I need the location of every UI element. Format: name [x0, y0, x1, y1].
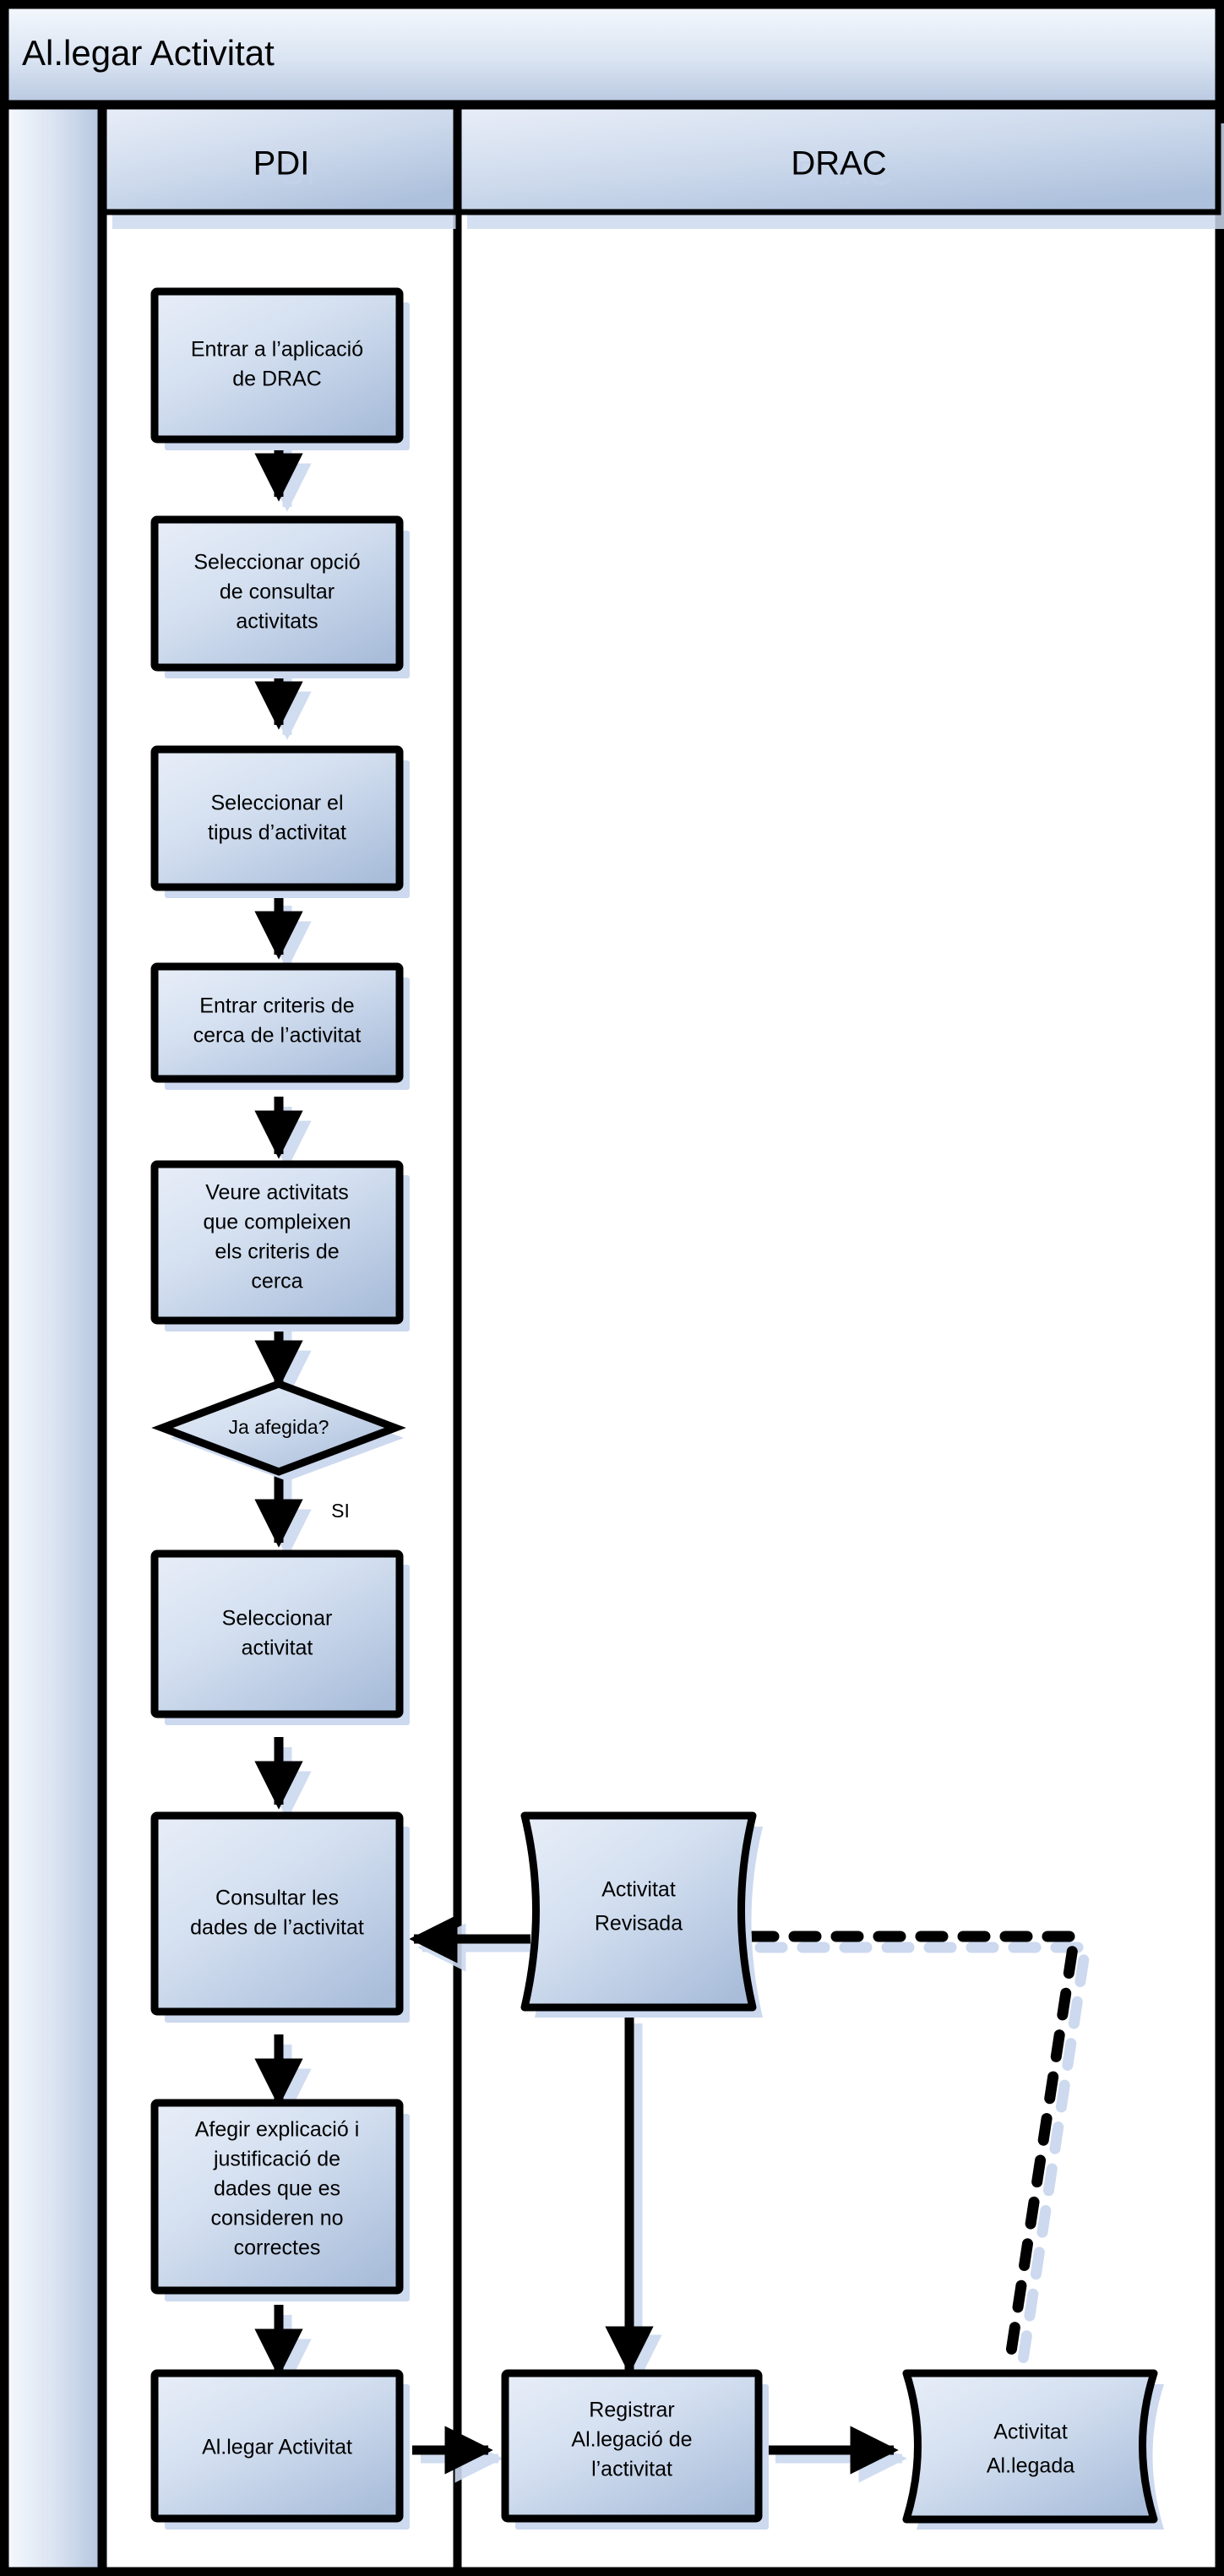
- node-label: Veure activitats: [205, 1181, 349, 1205]
- node-label: cerca: [251, 1270, 302, 1293]
- diagram-title-bar: Al.legar Activitat: [3, 3, 1221, 106]
- node-label: cerca de l’activitat: [193, 1024, 362, 1048]
- node-label: activitats: [236, 610, 318, 634]
- node-label: dades de l’activitat: [190, 1916, 364, 1940]
- branch-label-si: SI: [331, 1500, 350, 1522]
- node-label: Entrar criteris de: [199, 994, 354, 1018]
- node-activitat-allegada[interactable]: Activitat Al.legada: [902, 2369, 1164, 2530]
- node-label: que compleixen: [203, 1211, 351, 1234]
- node-afegir-explicacio-justificacio[interactable]: Afegir explicació i justificació de dade…: [150, 2099, 410, 2301]
- node-label: Al.legar Activitat: [202, 2436, 352, 2459]
- node-label: Entrar a l’aplicació: [191, 338, 363, 362]
- lane-header-pdi-shadow: PDI: [259, 155, 316, 193]
- swimlane-drac: DRAC DRAC: [455, 103, 1224, 2573]
- node-label: justificació de: [213, 2148, 340, 2171]
- node-label: Revisada: [595, 1912, 683, 1936]
- node-activitat-revisada[interactable]: Activitat Revisada: [520, 1811, 763, 2018]
- node-label: Seleccionar: [222, 1607, 333, 1631]
- node-label: de consultar: [220, 580, 335, 604]
- node-label: Seleccionar opció: [193, 551, 360, 575]
- node-label: Consultar les: [215, 1887, 339, 1910]
- node-label: Registrar: [589, 2399, 674, 2422]
- node-label: Seleccionar el: [210, 792, 343, 815]
- node-label: tipus d’activitat: [208, 821, 346, 845]
- edge-n13-n11: [746, 1931, 1081, 2363]
- node-seleccionar-activitat[interactable]: Seleccionar activitat: [150, 1549, 410, 1725]
- node-label: consideren no: [210, 2207, 343, 2230]
- node-seleccionar-tipus-activitat[interactable]: Seleccionar el tipus d’activitat: [150, 745, 410, 898]
- node-label: correctes: [234, 2236, 321, 2260]
- pool-side-bar: [3, 103, 104, 2573]
- node-label: activitat: [242, 1637, 313, 1660]
- node-label: Activitat: [601, 1878, 676, 1902]
- node-label: Al.legada: [987, 2454, 1074, 2478]
- node-label: de DRAC: [232, 368, 322, 391]
- node-entrar-aplicacio-drac[interactable]: Entrar a l’aplicació de DRAC: [150, 287, 410, 450]
- node-entrar-criteris-cerca[interactable]: Entrar criteris de cerca de l’activitat: [150, 962, 410, 1090]
- node-label: els criteris de: [215, 1240, 339, 1264]
- edge-n13-n11-shadow: [754, 1942, 1092, 2372]
- node-decision-ja-afegida[interactable]: Ja afegida?: [151, 1380, 406, 1481]
- node-veure-activitats-criteris[interactable]: Veure activitats que compleixen els crit…: [150, 1160, 410, 1332]
- lane-header-pdi: PDI: [253, 145, 310, 182]
- node-label: Al.legació de: [571, 2428, 692, 2452]
- lane-header-drac: DRAC: [791, 145, 886, 182]
- node-consultar-dades-activitat[interactable]: Consultar les dades de l’activitat: [150, 1811, 410, 2023]
- node-label: Activitat: [993, 2421, 1068, 2444]
- page-title: Al.legar Activitat: [22, 33, 275, 73]
- node-registrar-allegacio[interactable]: Registrar Al.legació de l’activitat: [501, 2369, 769, 2530]
- node-label: dades que es: [214, 2177, 340, 2201]
- node-label: Afegir explicació i: [195, 2118, 360, 2142]
- node-seleccionar-opcio-consultar[interactable]: Seleccionar opció de consultar activitat…: [150, 515, 410, 678]
- node-label: l’activitat: [591, 2458, 672, 2481]
- node-allegar-activitat[interactable]: Al.legar Activitat: [150, 2369, 410, 2530]
- lane-header-drac-shadow: DRAC: [797, 155, 892, 193]
- node-label: Ja afegida?: [229, 1416, 329, 1438]
